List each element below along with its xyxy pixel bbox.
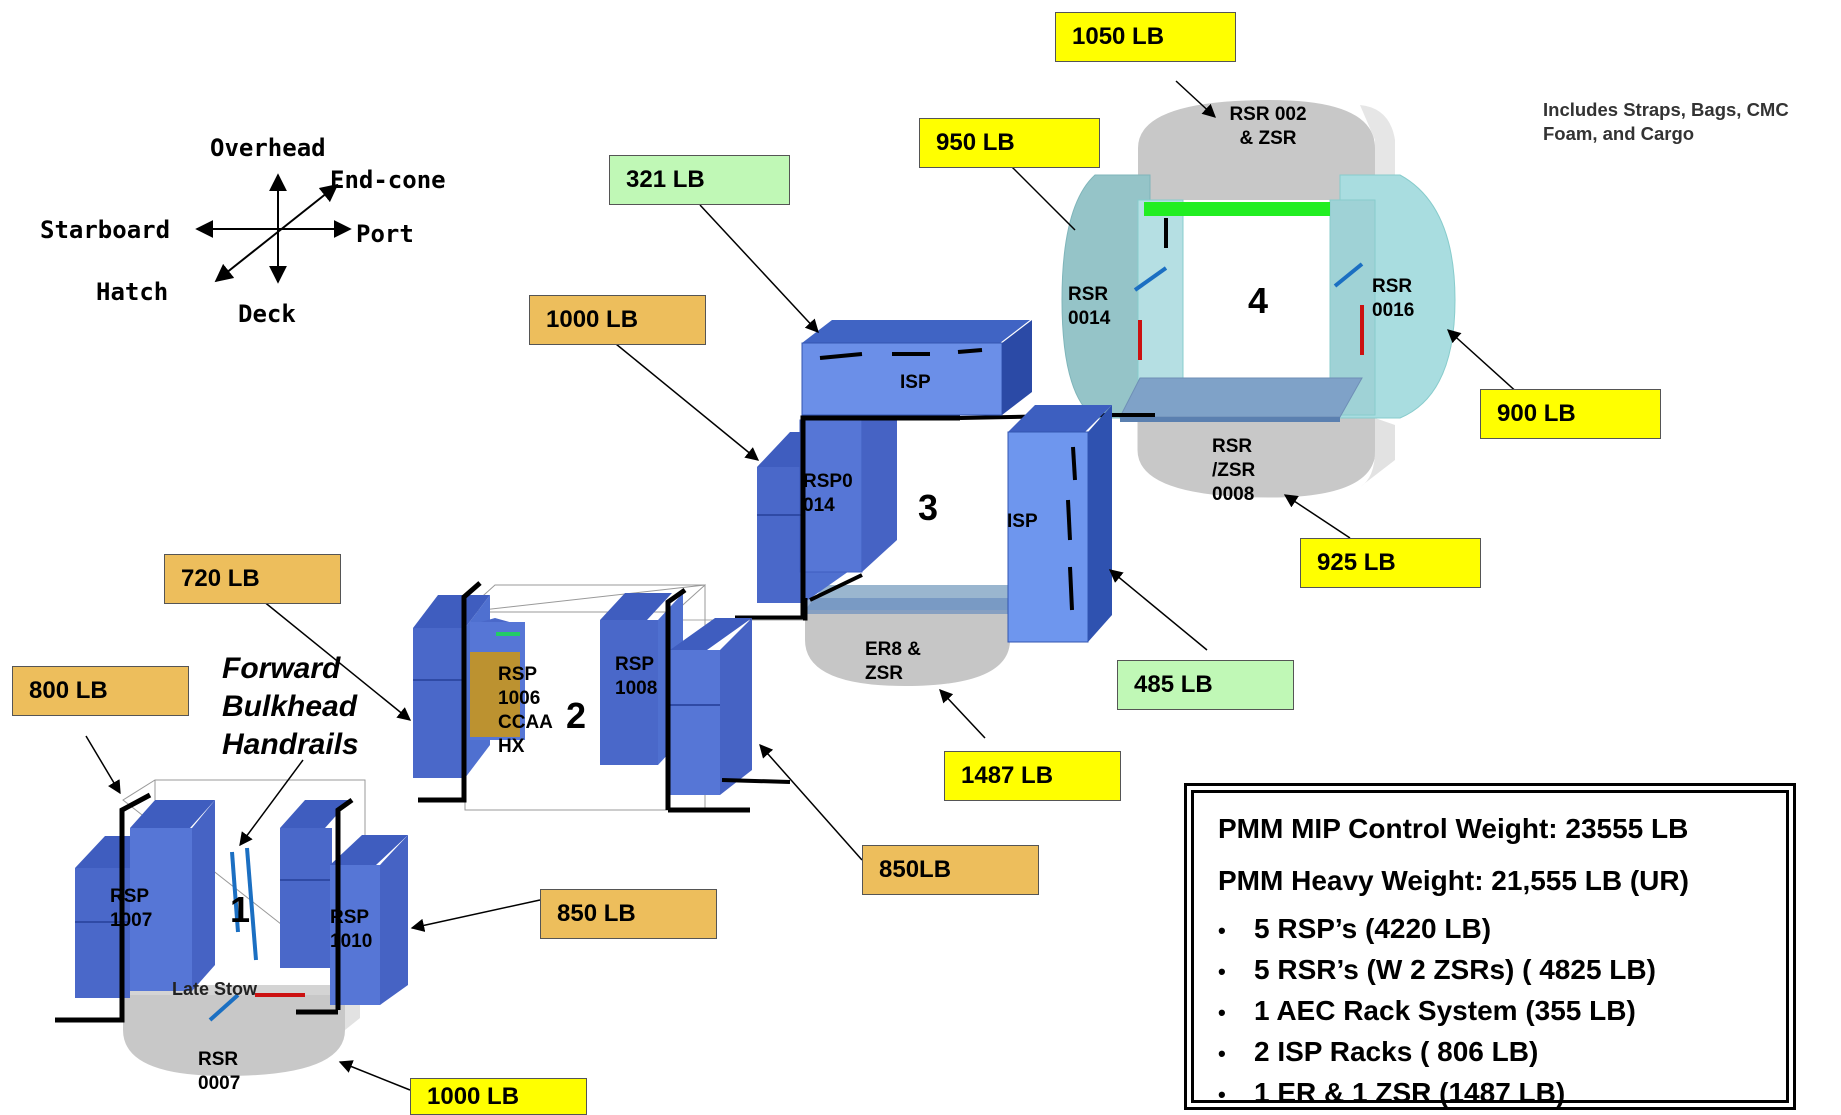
- contents-note-line: Includes Straps, Bags, CMC: [1543, 99, 1789, 120]
- forward-bulkhead-line: Bulkhead: [222, 690, 358, 723]
- rack-label-line: RSP: [615, 654, 654, 675]
- contents-note: Includes Straps, Bags, CMC Foam, and Car…: [1543, 98, 1789, 146]
- bay-4-assembly: [1061, 100, 1456, 498]
- weight-label-485: 485 LB: [1117, 660, 1294, 710]
- rack-label-line: 0014: [1068, 308, 1111, 329]
- rack-label-line: RSP: [498, 664, 537, 685]
- weight-label-900: 900 LB: [1480, 389, 1661, 439]
- rack-rsr0008-label: RSR/ZSR 0008: [1212, 436, 1256, 505]
- rack-rsp1008-label: RSP 1008: [615, 654, 657, 699]
- bay-2-number: 2: [566, 695, 586, 736]
- rack-label-line: 014: [803, 495, 835, 516]
- rack-er8-label: ER8 & ZSR: [865, 639, 921, 684]
- rack-label-line: 1006: [498, 688, 540, 709]
- breakdown-item: 5 RSR’s (W 2 ZSRs) ( 4825 LB): [1218, 950, 1762, 991]
- rack-isp-top-label: ISP: [900, 372, 931, 393]
- rack-label-line: 0007: [198, 1073, 240, 1094]
- rack-label-line: RSR: [1212, 436, 1252, 457]
- orientation-compass: [195, 173, 352, 284]
- rack-label-line: 1010: [330, 931, 372, 952]
- rack-labels: RSR 002 & ZSR RSR 0014 RSR 0016 RSR/ZSR 0008…: [110, 104, 1414, 1094]
- breakdown-item: 5 RSP’s (4220 LB): [1218, 909, 1762, 950]
- forward-bulkhead-line: Handrails: [222, 728, 359, 761]
- rack-label-line: 1008: [615, 678, 657, 699]
- rack-rsp1010-label: RSP 1010: [330, 907, 372, 952]
- rack-label-line: RSP0: [803, 471, 853, 492]
- rack-rsp1007-label: RSP 1007: [110, 886, 152, 931]
- breakdown-item: 1 ER & 1 ZSR (1487 LB): [1218, 1073, 1762, 1114]
- weight-label-1487: 1487 LB: [944, 751, 1121, 801]
- compass-end-cone-label: End-cone: [330, 166, 446, 194]
- bay-numbers: 1 2 3 4: [230, 280, 1268, 930]
- weight-label-925: 925 LB: [1300, 538, 1481, 588]
- rack-rsp0014-label: RSP0 014: [803, 471, 853, 516]
- compass-starboard-label: Starboard: [40, 216, 171, 244]
- weight-label-850-right: 850LB: [862, 845, 1039, 895]
- bay-2-assembly: [413, 581, 791, 813]
- rack-label-line: & ZSR: [1240, 128, 1297, 149]
- rack-label-line: 0016: [1372, 300, 1414, 321]
- weight-label-1050: 1050 LB: [1055, 12, 1236, 62]
- rack-label-line: /ZSR: [1212, 460, 1256, 481]
- bay-1-assembly: [55, 779, 408, 1076]
- rack-label-line: HX: [498, 736, 525, 757]
- rack-label-line: RSR: [198, 1049, 238, 1070]
- compass-hatch-label: Hatch: [96, 278, 169, 306]
- rack-label-line: RSR: [1068, 284, 1108, 305]
- weight-label-720: 720 LB: [164, 554, 341, 604]
- forward-bulkhead-handrails-label: Forward Bulkhead Handrails: [222, 650, 359, 764]
- rack-rsr0007-label: RSR 0007: [198, 1049, 240, 1094]
- weight-label-950: 950 LB: [919, 118, 1100, 168]
- weight-label-1000-bottom: 1000 LB: [410, 1078, 587, 1115]
- breakdown-item: 2 ISP Racks ( 806 LB): [1218, 1032, 1762, 1073]
- leader-arrows: [85, 80, 1521, 1091]
- rack-rsr002-label: RSR 002 & ZSR: [1229, 104, 1306, 149]
- bay-3-assembly: [676, 320, 1112, 686]
- bay-3-number: 3: [918, 487, 938, 528]
- weight-breakdown-list: 5 RSP’s (4220 LB) 5 RSR’s (W 2 ZSRs) ( 4…: [1218, 909, 1762, 1114]
- rack-label-line: CCAA: [498, 712, 553, 733]
- weight-label-321: 321 LB: [609, 155, 790, 205]
- rack-label-line: RSR: [1372, 276, 1412, 297]
- forward-bulkhead-line: Forward: [222, 652, 341, 685]
- weight-label-800: 800 LB: [12, 666, 189, 716]
- weight-label-850: 850 LB: [540, 889, 717, 939]
- weight-label-1000-top: 1000 LB: [529, 295, 706, 345]
- rack-rsr0016-label: RSR 0016: [1372, 276, 1414, 321]
- rack-label-line: ER8 &: [865, 639, 921, 660]
- rack-label-line: RSP: [330, 907, 369, 928]
- rack-label-line: 0008: [1212, 484, 1254, 505]
- rack-isp-right-label: ISP: [1007, 511, 1038, 532]
- contents-note-line: Foam, and Cargo: [1543, 123, 1695, 144]
- compass-port-label: Port: [356, 220, 414, 248]
- rack-label-line: ZSR: [865, 663, 903, 684]
- bay-1-number: 1: [230, 889, 250, 930]
- heavy-weight-line: PMM Heavy Weight: 21,555 LB (UR): [1218, 865, 1689, 896]
- rack-label-line: 1007: [110, 910, 152, 931]
- compass-overhead-label: Overhead: [210, 134, 326, 162]
- rack-label-line: RSP: [110, 886, 149, 907]
- bay-4-number: 4: [1248, 280, 1268, 321]
- rack-rsr0014-label: RSR 0014: [1068, 284, 1111, 329]
- breakdown-item: 1 AEC Rack System (355 LB): [1218, 991, 1762, 1032]
- compass-deck-label: Deck: [238, 300, 296, 328]
- weight-summary-box: PMM MIP Control Weight: 23555 LB PMM Hea…: [1184, 783, 1796, 1110]
- rack-label-line: RSR 002: [1229, 104, 1306, 125]
- late-stow-label: Late Stow: [172, 979, 258, 999]
- control-weight-line: PMM MIP Control Weight: 23555 LB: [1218, 813, 1689, 844]
